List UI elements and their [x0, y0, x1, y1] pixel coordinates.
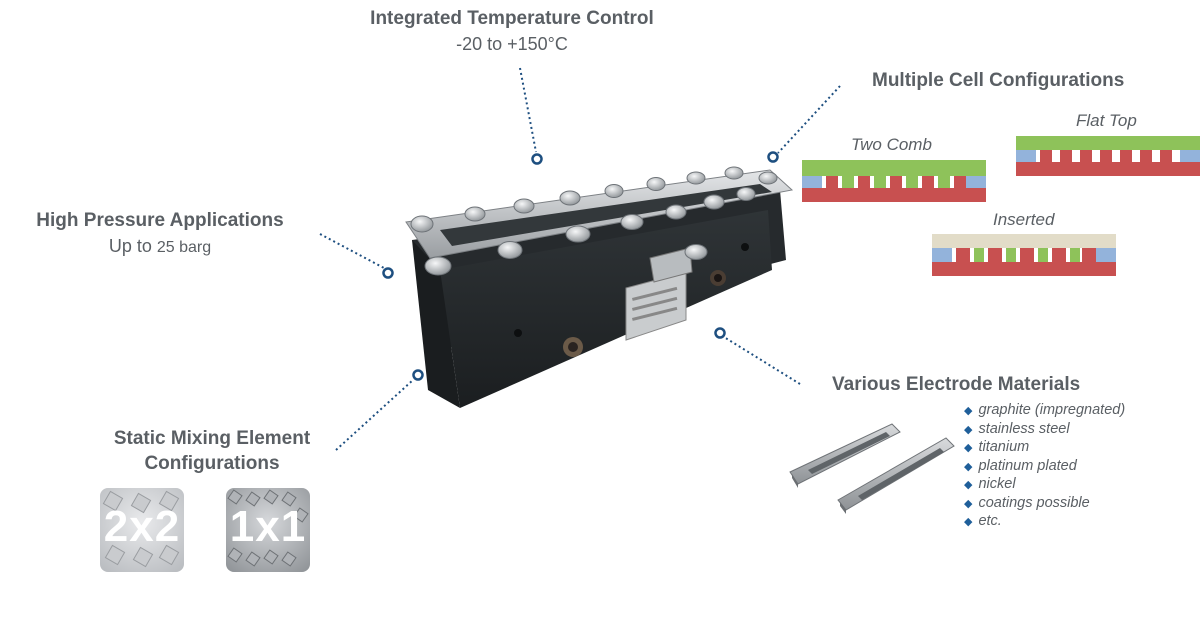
connector-temperature — [519, 67, 537, 153]
mixing-pattern-1x1 — [227, 489, 309, 567]
list-item: ◆etc. — [964, 513, 1002, 529]
cell-diagram-flat-top — [1016, 136, 1200, 176]
connector-cells — [777, 85, 841, 154]
connector-mixing — [335, 379, 414, 451]
cell-config-label-inserted: Inserted — [993, 210, 1055, 229]
diamond-bullet-icon: ◆ — [964, 497, 973, 510]
diamond-bullet-icon: ◆ — [964, 423, 973, 436]
pressure-detail: Up to 25 barg — [20, 236, 300, 257]
mixing-title-line2: Configurations — [144, 453, 280, 474]
diamond-bullet-icon: ◆ — [964, 516, 973, 528]
temperature-range: -20 to +150°C — [456, 34, 568, 54]
connector-pressure — [319, 233, 385, 269]
list-item: ◆stainless steel — [964, 420, 1070, 437]
list-item: ◆titanium — [964, 439, 1030, 455]
mixing-pattern-2x2 — [102, 490, 180, 568]
diamond-bullet-icon: ◆ — [964, 460, 973, 473]
mixing-tile-label-2x2: 2x2 — [103, 502, 181, 551]
electrodes-title: Various Electrode Materials — [832, 374, 1081, 395]
marker-temperature — [531, 153, 543, 165]
cell-config-label-flat-top: Flat Top — [1076, 111, 1137, 130]
electrode-plate-right — [837, 437, 955, 514]
pressure-detail-value: 25 barg — [156, 239, 212, 256]
diamond-bullet-icon: ◆ — [964, 405, 973, 417]
list-item: ◆graphite (impregnated) — [964, 402, 1126, 418]
marker-electrodes — [714, 327, 726, 339]
pressure-detail-prefix: Up to — [108, 236, 157, 256]
reactor-device-image — [405, 166, 794, 408]
cell-config-label-two-comb: Two Comb — [851, 135, 932, 154]
pressure-title: High Pressure Applications — [36, 210, 284, 231]
list-item: ◆coatings possible — [964, 494, 1090, 511]
temperature-title: Integrated Temperature Control — [370, 8, 654, 29]
list-item: ◆platinum plated — [964, 457, 1077, 474]
electrode-materials-list: ◆graphite (impregnated) ◆stainless steel… — [964, 401, 1125, 531]
list-item: ◆nickel — [964, 476, 1016, 492]
mixing-tile-1x1: 1x1 — [226, 488, 310, 572]
mixing-tile-2x2: 2x2 — [100, 488, 184, 572]
electrode-plate-left — [789, 423, 901, 488]
cell-diagram-two-comb — [802, 160, 986, 202]
marker-cells — [767, 151, 779, 163]
cells-title: Multiple Cell Configurations — [872, 70, 1125, 91]
diamond-bullet-icon: ◆ — [964, 479, 973, 491]
cell-diagram-inserted — [932, 234, 1116, 276]
diamond-bullet-icon: ◆ — [964, 442, 973, 454]
mixing-title-line1: Static Mixing Element — [113, 428, 311, 449]
mixing-tile-label-1x1: 1x1 — [229, 502, 307, 551]
marker-mixing — [412, 369, 424, 381]
electrode-plates-image — [789, 423, 955, 514]
marker-pressure — [382, 267, 394, 279]
